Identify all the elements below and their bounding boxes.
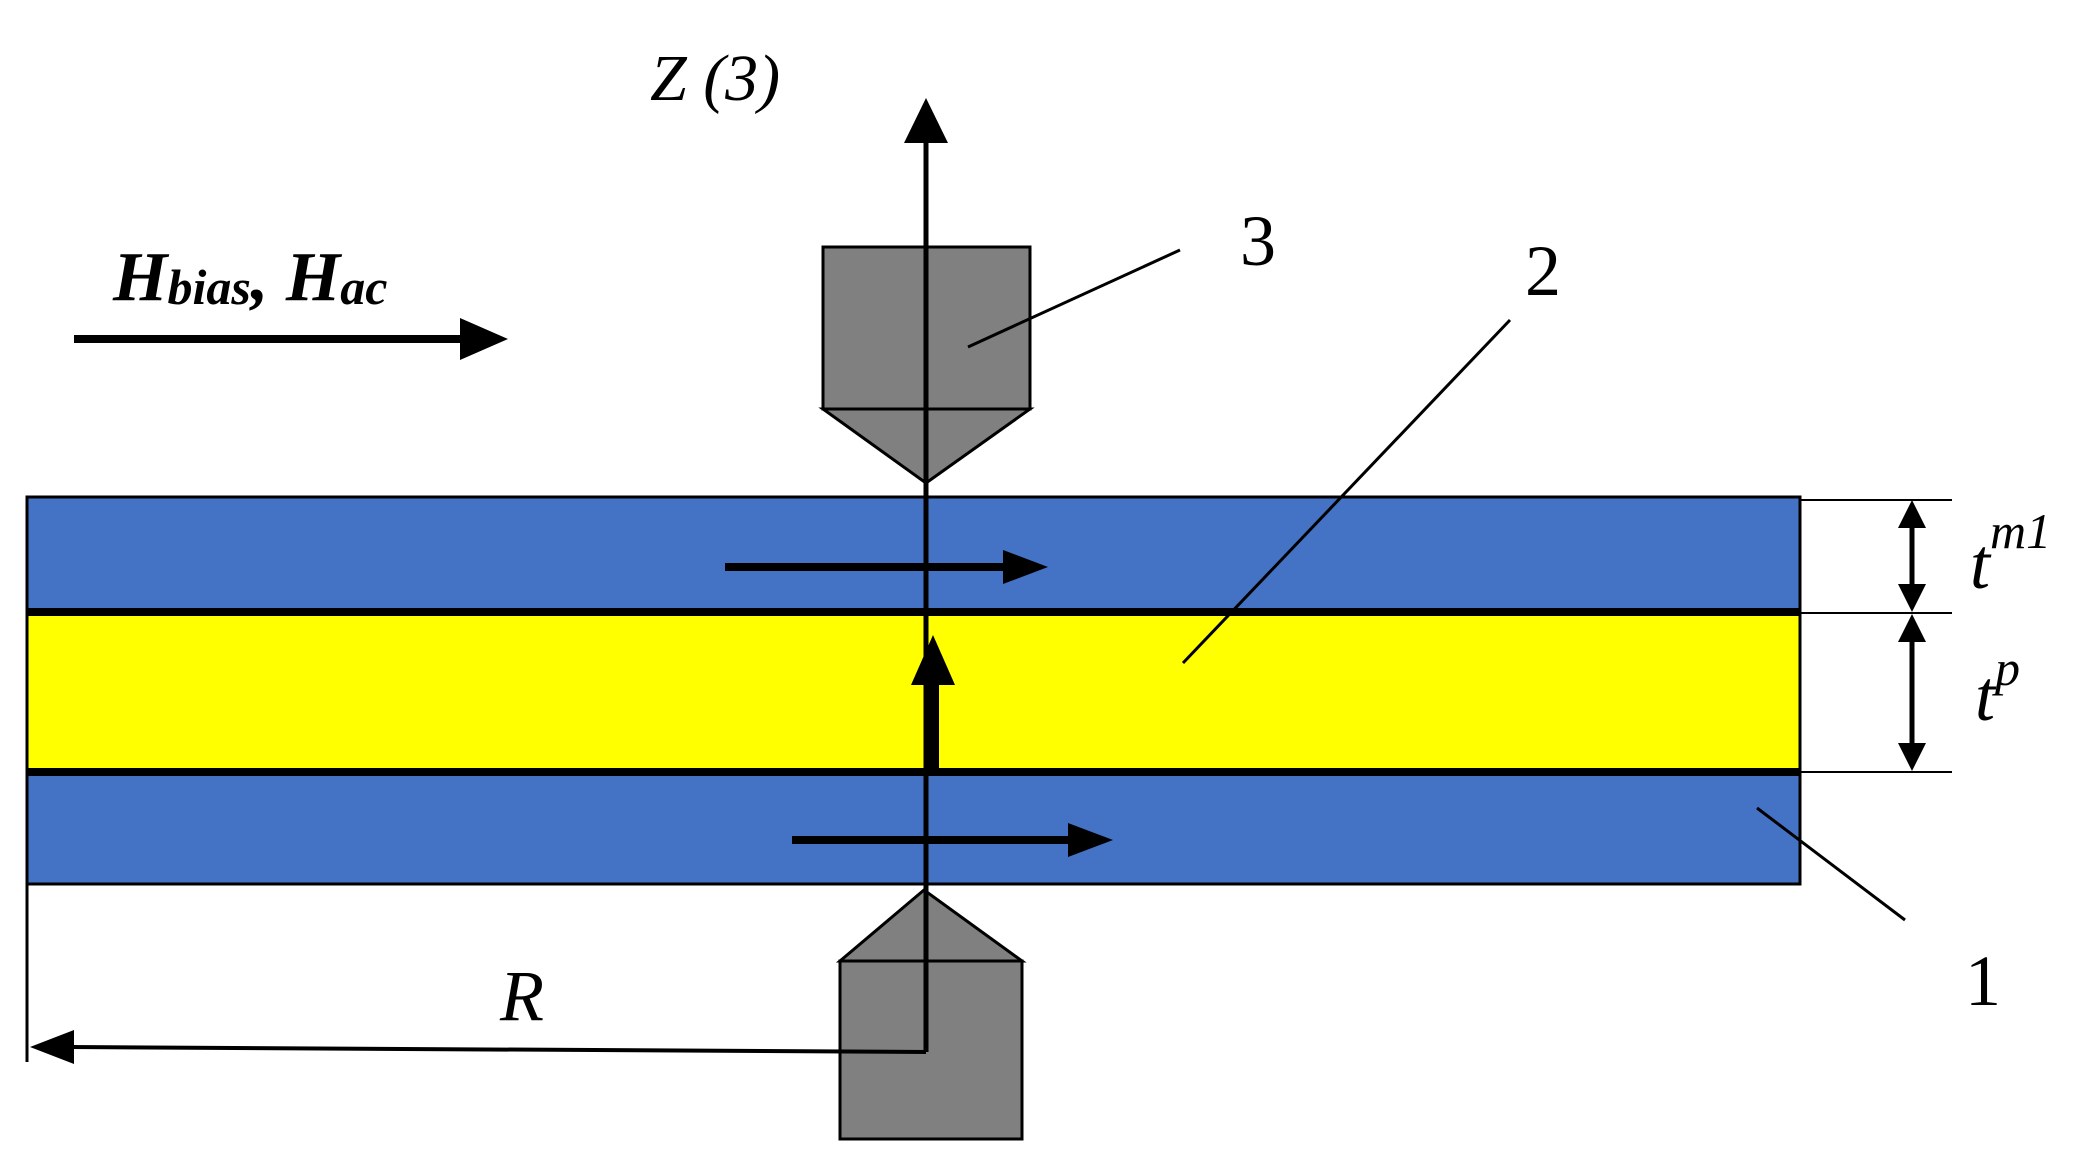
thickness-p-arrow: [1898, 614, 1926, 771]
bottom-magnetostrictive-layer: [25, 770, 1802, 886]
top-magnetostrictive-layer: [25, 495, 1802, 614]
field-arrow: [74, 318, 508, 360]
piezoelectric-layer: [25, 610, 1802, 774]
field-label: Hbias, Hac: [112, 239, 387, 316]
polarization-arrowhead: [911, 635, 955, 685]
thickness-p-label: tp: [1975, 640, 2020, 736]
z-axis-arrowhead: [904, 98, 948, 143]
callout-1-label: 1: [1965, 941, 2001, 1021]
callout-2-label: 2: [1525, 231, 1561, 311]
callout-3-label: 3: [1240, 201, 1276, 281]
z-axis-label: Z (3): [650, 42, 780, 115]
top-magnetization-arrow: [725, 550, 1048, 584]
callout-2-leader: [1181, 318, 1512, 665]
thickness-m1-arrow: [1898, 500, 1926, 612]
callout-1-leader: [1756, 806, 1906, 922]
callout-3-leader: [967, 248, 1181, 349]
thickness-m1-label: tm1: [1970, 503, 2051, 604]
radius-arrowhead: [30, 1030, 74, 1064]
radius-label: R: [499, 956, 544, 1036]
bottom-magnetization-arrow: [792, 823, 1113, 857]
radius-arrow: [69, 1045, 927, 1054]
bottom-electrode: [835, 888, 1027, 1141]
